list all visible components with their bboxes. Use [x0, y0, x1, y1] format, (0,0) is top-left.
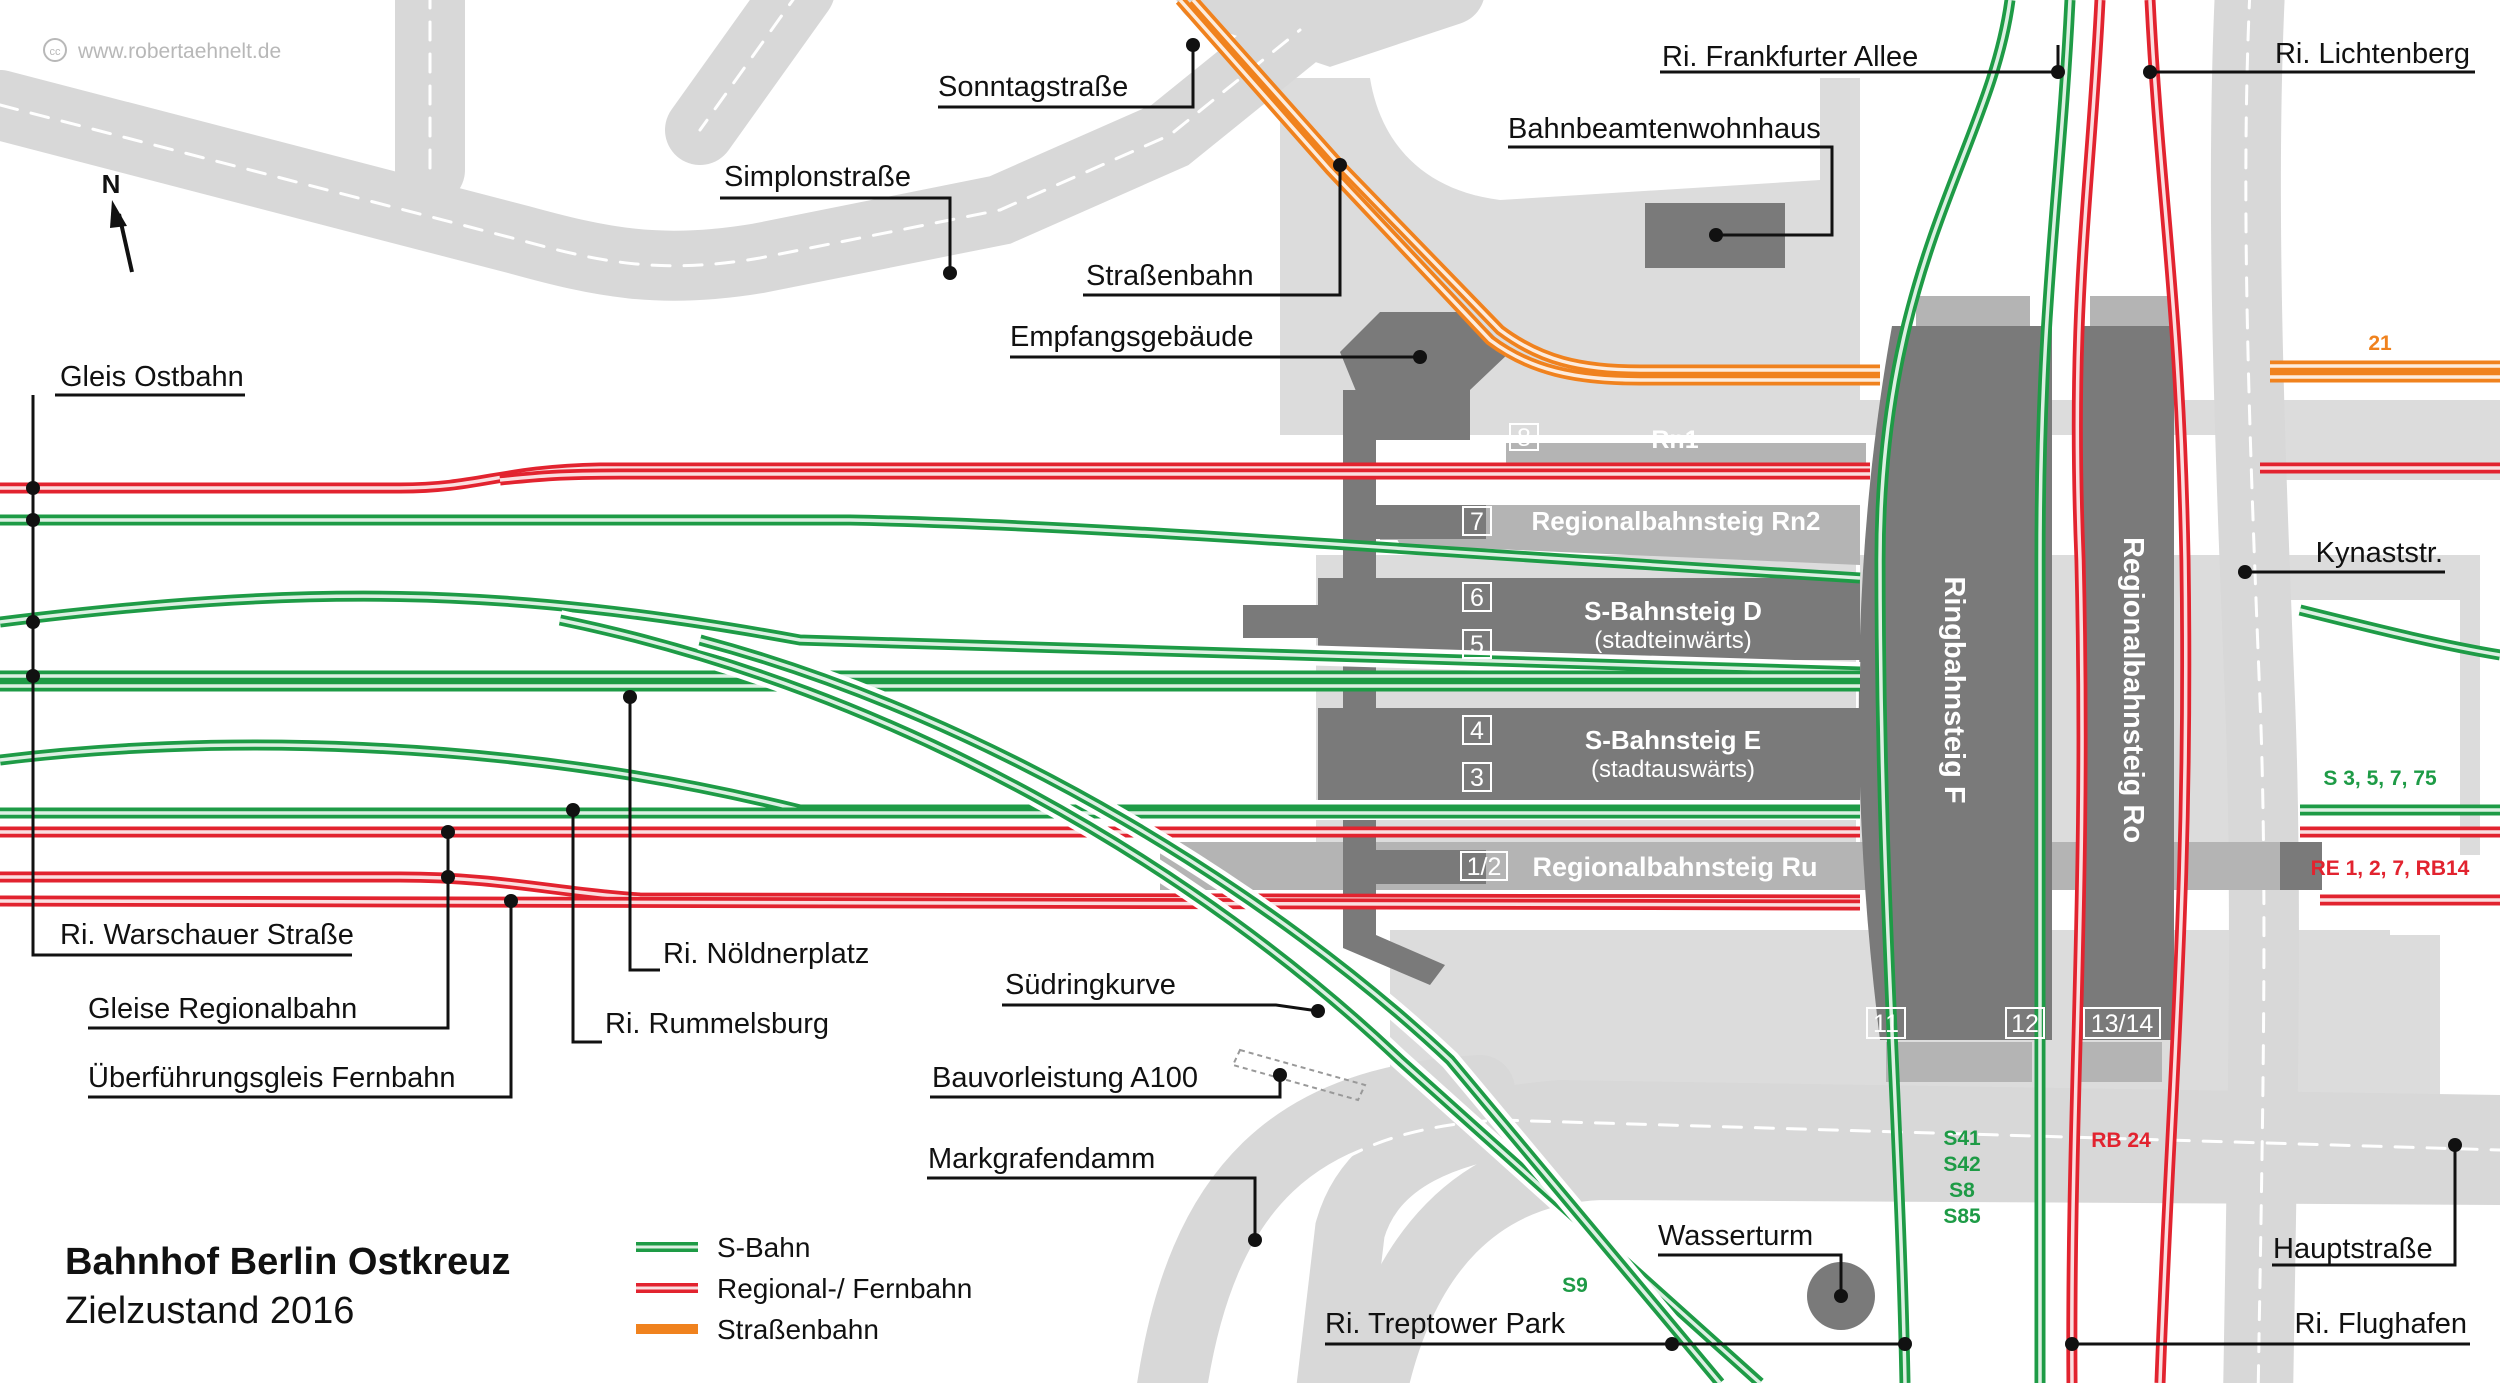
tram-21-label: 21: [2368, 332, 2392, 355]
sbahn-east-label: S 3, 5, 7, 75: [2323, 767, 2437, 790]
platform-rn1: Rn1: [1651, 426, 1698, 454]
track-suedringkurve-2: [697, 630, 1728, 1383]
north-label: N: [102, 169, 121, 199]
north-arrow: N: [102, 169, 134, 273]
label-rummelsburg: Ri. Rummelsburg: [605, 1008, 829, 1040]
map-subtitle: Zielzustand 2016: [65, 1290, 354, 1332]
map-title: Bahnhof Berlin Ostkreuz: [65, 1241, 511, 1283]
label-gleis-ostbahn: Gleis Ostbahn: [60, 361, 244, 393]
track-ro-west: [2066, 0, 2106, 1383]
track-ro-east: [2144, 0, 2192, 1383]
label-sonntagstrasse: Sonntagstraße: [938, 71, 1128, 103]
label-flughafen: Ri. Flughafen: [2295, 1308, 2468, 1340]
label-empfangsgebaeude: Empfangsgebäude: [1010, 321, 1253, 353]
tram-track-1: [1188, 0, 1880, 376]
label-noeldnerplatz: Ri. Nöldnerplatz: [663, 938, 869, 970]
platform-f: Ringbahnsteig F: [1938, 576, 1970, 803]
label-kynaststr: Kynaststr.: [2316, 537, 2443, 569]
track-4: 4: [1470, 717, 1484, 745]
legend-item-tram: Straßenbahn: [636, 1314, 879, 1345]
track-numbers: 8 7 6 5 4 3 1/2 11 12 13/14: [1460, 423, 2161, 1039]
label-lichtenberg: Ri. Lichtenberg: [2275, 38, 2470, 70]
legend-item-regional: Regional-/ Fernbahn: [636, 1273, 972, 1304]
track-sbahn-rn2: [0, 514, 1861, 584]
ring-line-s42: S42: [1943, 1153, 1980, 1176]
track-13-14: 13/14: [2091, 1010, 2154, 1038]
ring-line-s41: S41: [1943, 1127, 1981, 1150]
track-regional-ru-2: [0, 871, 1861, 906]
track-ring-west: [1874, 0, 2016, 1383]
track-ueberfuehrung: [0, 895, 1861, 911]
ring-line-s8: S8: [1949, 1179, 1975, 1202]
track-sbahn-e-curve: [0, 735, 1860, 820]
track-sbahn-kynast: [2298, 604, 2500, 661]
tram-track-2: [1175, 0, 1880, 386]
label-suedringkurve: Südringkurve: [1005, 969, 1176, 1001]
north-arrow-icon: [110, 200, 127, 228]
regional-east-label: RE 1, 2, 7, RB14: [2311, 857, 2470, 880]
label-wasserturm: Wasserturm: [1658, 1220, 1813, 1252]
credit-text: www.robertaehnelt.de: [77, 40, 281, 63]
legend-label-regional: Regional-/ Fernbahn: [717, 1273, 972, 1304]
legend-label-sbahn: S-Bahn: [717, 1232, 810, 1263]
track-ring-east: [2034, 0, 2076, 1383]
track-sbahn-d-curve: [0, 586, 1861, 682]
label-gleise-regional: Gleise Regionalbahn: [88, 993, 357, 1025]
track-8: 8: [1517, 424, 1531, 452]
svg-text:cc: cc: [50, 46, 62, 58]
label-frankfurter-allee: Ri. Frankfurter Allee: [1662, 41, 1918, 73]
cc-icon: cc: [43, 38, 67, 62]
label-markgrafendamm: Markgrafendamm: [928, 1143, 1155, 1175]
label-bahnbeamtenwohnhaus: Bahnbeamtenwohnhaus: [1508, 113, 1821, 145]
track-suedringkurve-1: [557, 610, 1767, 1383]
title-block: Bahnhof Berlin Ostkreuz Zielzustand 2016: [65, 1241, 511, 1332]
track-ostbahn-1: [0, 462, 1870, 494]
platform-ru: Regionalbahnsteig Ru: [1532, 852, 1817, 882]
legend-item-sbahn: S-Bahn: [636, 1232, 810, 1263]
credit: cc www.robertaehnelt.de: [43, 38, 281, 63]
track-ostbahn-2: [499, 468, 1870, 486]
ring-line-s85: S85: [1943, 1205, 1981, 1228]
leader-lines: [26, 38, 2475, 1351]
s9-label: S9: [1562, 1274, 1588, 1297]
track-3: 3: [1470, 764, 1484, 792]
label-treptower: Ri. Treptower Park: [1325, 1308, 1566, 1340]
platform-e-direction: (stadtauswärts): [1591, 756, 1755, 783]
platform-e-name: S-Bahnsteig E: [1585, 725, 1761, 755]
platforms: [1160, 203, 2322, 1330]
platform-names: Rn1 Regionalbahnsteig Rn2 S-Bahnsteig D …: [1532, 426, 2149, 882]
label-hauptstrasse: Hauptstraße: [2273, 1233, 2433, 1265]
place-labels: Sonntagstraße Simplonstraße Straßenbahn …: [60, 38, 2470, 1340]
track-6: 6: [1470, 584, 1484, 612]
platform-d-direction: (stadteinwärts): [1594, 627, 1751, 654]
platform-rn2: Regionalbahnsteig Rn2: [1532, 506, 1821, 536]
track-5: 5: [1470, 631, 1484, 659]
legend-label-tram: Straßenbahn: [717, 1314, 879, 1345]
label-bauvorleistung: Bauvorleistung A100: [932, 1062, 1198, 1094]
label-simplonstrasse: Simplonstraße: [724, 161, 911, 193]
label-strassenbahn: Straßenbahn: [1086, 260, 1254, 292]
platform-d-name: S-Bahnsteig D: [1584, 596, 1762, 626]
label-warschauer: Ri. Warschauer Straße: [60, 919, 354, 951]
track-12: 12: [2011, 1010, 2039, 1038]
line-labels: 21 S 3, 5, 7, 75 RE 1, 2, 7, RB14 S41 S4…: [1562, 332, 2470, 1297]
platform-ro: Regionalbahnsteig Ro: [2117, 537, 2149, 843]
rb24-label: RB 24: [2091, 1129, 2151, 1152]
track-1-2: 1/2: [1467, 853, 1502, 881]
label-ueberfuehrung: Überführungsgleis Fernbahn: [88, 1062, 456, 1094]
track-7: 7: [1470, 508, 1484, 536]
track-11: 11: [1873, 1010, 1899, 1038]
